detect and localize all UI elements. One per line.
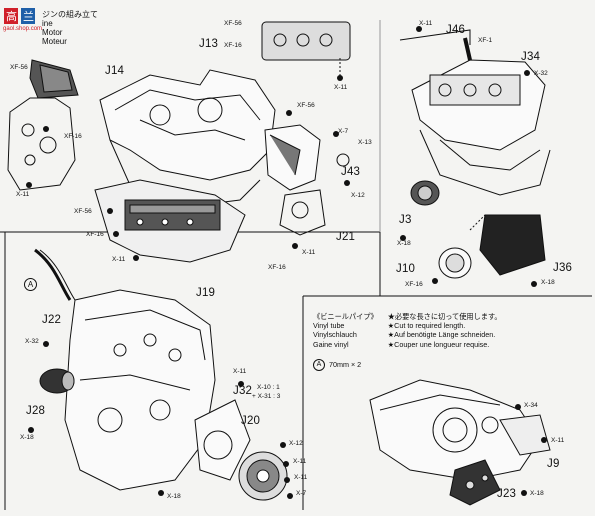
vinyl-title: 《ビニールパイプ》 xyxy=(313,312,378,321)
part-label-j34: J34 xyxy=(521,51,541,63)
screw-label: X-18 xyxy=(397,240,411,247)
screw-dot xyxy=(43,341,49,347)
screw-label: X-11 xyxy=(551,437,565,444)
screw-dot xyxy=(113,231,119,237)
screw-label: X-13 xyxy=(358,139,372,146)
screw-label: XF-16 xyxy=(64,133,82,140)
screw-dot xyxy=(133,255,139,261)
screw-label: X-32 xyxy=(534,70,548,77)
screw-dot xyxy=(26,182,32,188)
screw-dot xyxy=(43,126,49,132)
part-label-j3: J3 xyxy=(399,214,412,226)
vinyl-note-jp: ★必要な長さに切って使用します。 xyxy=(387,312,502,321)
screw-dot xyxy=(286,110,292,116)
svg-text:兰: 兰 xyxy=(23,10,34,23)
screw-label: X-18 xyxy=(20,434,34,441)
screw-label: X-12 xyxy=(289,440,303,447)
screw-label: X-11 xyxy=(233,368,247,375)
screw-dot xyxy=(541,437,547,443)
screw-dot xyxy=(531,281,537,287)
screw-dot xyxy=(284,477,290,483)
screw-label: X-7 xyxy=(338,128,349,135)
step-title-jp: ジンの組み立て xyxy=(42,10,98,19)
screw-dot xyxy=(238,381,244,387)
part-label-j21: J21 xyxy=(336,231,356,243)
screw-dot xyxy=(287,493,293,499)
screw-label: XF-56 xyxy=(224,20,242,27)
screw-label: XF-56 xyxy=(74,208,92,215)
screw-label: XF-56 xyxy=(10,64,28,71)
screw-label: X-11 xyxy=(16,191,30,198)
screw-label: + X-31 : 3 xyxy=(252,393,281,400)
screw-label: X-11 xyxy=(112,256,126,263)
marker-a-icon: A xyxy=(24,278,37,291)
screw-dot xyxy=(280,442,286,448)
screw-dot xyxy=(524,70,530,76)
screw-label: XF-56 xyxy=(297,102,315,109)
screw-label: X-12 xyxy=(351,192,365,199)
part-label-j9: J9 xyxy=(547,458,560,470)
screw-label: XF-16 xyxy=(224,42,242,49)
screw-dot xyxy=(344,180,350,186)
part-label-j28: J28 xyxy=(26,405,46,417)
screw-label: X-11 xyxy=(293,458,307,465)
part-label-j32: J32 xyxy=(233,385,253,397)
vinyl-note-en: ★Cut to required length. xyxy=(387,321,466,331)
screw-dot xyxy=(333,131,339,137)
screw-dot xyxy=(283,461,289,467)
part-label-j14: J14 xyxy=(105,65,125,77)
screw-label: XF-1 xyxy=(478,37,493,44)
screw-label: X-11 xyxy=(334,84,348,91)
screw-label: X-34 xyxy=(524,402,538,409)
screw-label: X-18 xyxy=(541,279,555,286)
screw-label: XF-16 xyxy=(268,264,286,271)
svg-text:高: 高 xyxy=(6,9,17,23)
vinyl-size: 70mm × 2 xyxy=(329,360,362,370)
screw-dot xyxy=(28,427,34,433)
screw-dot xyxy=(521,490,527,496)
screw-label: X-7 xyxy=(296,490,307,497)
part-label-j36: J36 xyxy=(553,262,573,274)
screw-label: X-18 xyxy=(530,490,544,497)
part-label-j13: J13 xyxy=(199,38,219,50)
part-label-j43: J43 xyxy=(341,166,361,178)
screw-dot xyxy=(515,404,521,410)
marker-a-icon: A xyxy=(313,358,325,371)
vinyl-tube-note: 《ビニールパイプ》 Vinyl tube Vinylschlauch Gaine… xyxy=(313,312,502,371)
vinyl-fr: Gaine vinyl xyxy=(313,339,349,349)
vinyl-de: Vinylschlauch xyxy=(313,330,357,340)
step-title-fr: Moteur xyxy=(42,37,67,46)
step-header: ジンの組み立て ine Motor Moteur xyxy=(42,10,98,46)
vinyl-size-row: A 70mm × 2 xyxy=(313,358,502,371)
screw-label: X-11 xyxy=(302,249,316,256)
screw-label: X-32 xyxy=(25,338,39,345)
vinyl-note-fr: ★Couper une longueur requise. xyxy=(387,339,490,349)
part-label-j23: J23 xyxy=(497,488,517,500)
part-label-j46: J46 xyxy=(446,24,466,36)
screw-label: X-11 xyxy=(419,20,433,27)
part-label-j19: J19 xyxy=(196,287,216,299)
screw-dot xyxy=(432,278,438,284)
screw-dot xyxy=(292,243,298,249)
screw-label: X-18 xyxy=(167,493,181,500)
vinyl-en: Vinyl tube xyxy=(313,321,345,331)
vinyl-note-de: ★Auf benötigte Länge schneiden. xyxy=(387,330,496,340)
screw-dot xyxy=(337,75,343,81)
part-label-j20: J20 xyxy=(241,415,261,427)
screw-label: X-11 xyxy=(294,474,308,481)
screw-dot xyxy=(107,208,113,214)
screw-dot xyxy=(158,490,164,496)
part-label-j10: J10 xyxy=(396,263,416,275)
screw-label: X-10 : 1 xyxy=(257,384,280,391)
part-label-j22: J22 xyxy=(42,314,62,326)
screw-label: XF-16 xyxy=(405,281,423,288)
screw-dot xyxy=(416,26,422,32)
watermark-url: gaol.shop.com xyxy=(3,26,43,32)
watermark-logo: 高 兰 gaol.shop.com xyxy=(3,6,43,36)
screw-dot xyxy=(400,235,406,241)
step-title-en: ine xyxy=(42,19,53,28)
step-title-de: Motor xyxy=(42,28,63,37)
screw-label: XF-16 xyxy=(86,231,104,238)
